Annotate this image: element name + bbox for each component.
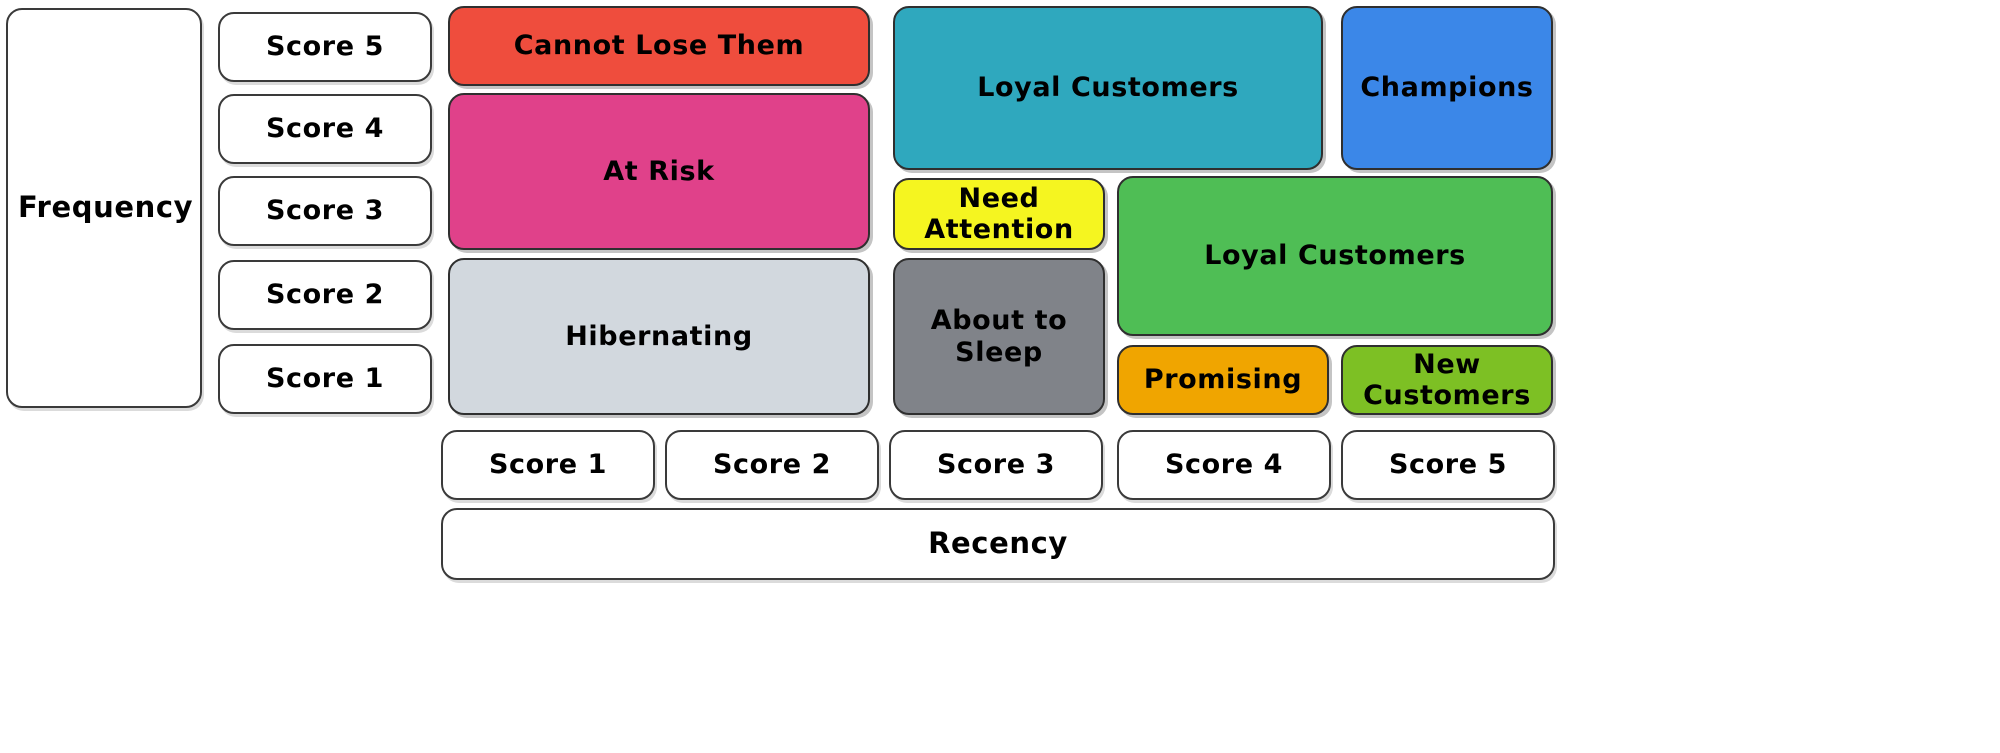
axis-label-recency: Recency (441, 508, 1555, 580)
segment-new-customers[interactable]: New Customers (1341, 345, 1553, 415)
segment-at-risk[interactable]: At Risk (448, 93, 870, 250)
frequency-score-5: Score 5 (218, 12, 432, 82)
segment-about-to-sleep[interactable]: About to Sleep (893, 258, 1105, 415)
frequency-score-3: Score 3 (218, 176, 432, 246)
segment-promising[interactable]: Promising (1117, 345, 1329, 415)
axis-label-frequency: Frequency (6, 8, 202, 408)
segment-cannot-lose-them[interactable]: Cannot Lose Them (448, 6, 870, 86)
frequency-score-4: Score 4 (218, 94, 432, 164)
axis-label-recency-text: Recency (928, 526, 1068, 561)
recency-score-1: Score 1 (441, 430, 655, 500)
axis-label-frequency-text: Frequency (18, 190, 194, 225)
segment-hibernating[interactable]: Hibernating (448, 258, 870, 415)
recency-score-2: Score 2 (665, 430, 879, 500)
frequency-score-1: Score 1 (218, 344, 432, 414)
segment-need-attention[interactable]: Need Attention (893, 178, 1105, 250)
recency-score-3: Score 3 (889, 430, 1103, 500)
recency-score-5: Score 5 (1341, 430, 1555, 500)
recency-score-4: Score 4 (1117, 430, 1331, 500)
segment-champions[interactable]: Champions (1341, 6, 1553, 170)
segment-loyal-customers-green[interactable]: Loyal Customers (1117, 176, 1553, 336)
segment-loyal-customers-teal[interactable]: Loyal Customers (893, 6, 1323, 170)
frequency-score-2: Score 2 (218, 260, 432, 330)
